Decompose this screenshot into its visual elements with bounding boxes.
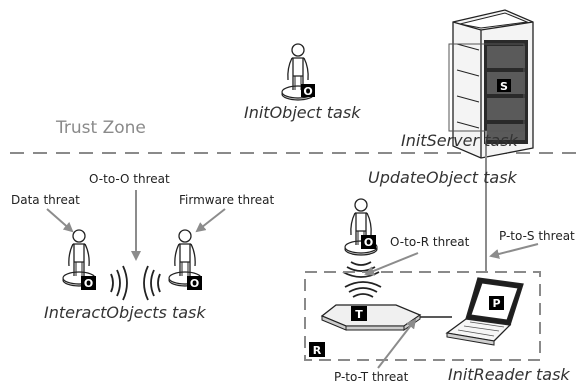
data-threat-arrow [46,208,74,233]
tag-card-icon: T [320,281,422,331]
update-object-badge-text: O [364,236,373,249]
init-object-badge-text: O [303,85,312,98]
server-rack-icon: S [448,9,534,159]
o-to-r-threat-arrow [364,252,419,276]
init-server-task-label: InitServer task [401,131,518,150]
data-threat-person-icon: O [62,229,96,290]
data-threat-label: Data threat [11,193,80,207]
firmware-threat-arrow [195,208,226,233]
interact-objects-task-label: InteractObjects task [44,303,206,322]
p-to-s-threat-label: P-to-S threat [499,229,575,243]
reader-boundary [304,271,541,361]
trust-zone-label: Trust Zone [56,118,146,138]
tag-badge-text: T [355,308,363,321]
firmware-threat-person-icon: O [168,229,202,290]
p-to-s-threat-arrow [489,243,539,259]
firmware-threat-label: Firmware threat [179,193,275,207]
reader-badge-text: R [313,344,322,357]
interact-object-left-badge-text: O [84,277,93,290]
o-to-r-threat-label: O-to-R threat [390,235,470,249]
object-signal-icon [110,265,161,301]
update-object-signal-icon [342,261,380,278]
init-reader-task-label: InitReader task [448,365,570,384]
p-to-t-threat-arrow [377,318,417,369]
init-object-task-label: InitObject task [244,103,361,122]
init-object-person-icon: O [281,43,315,101]
server-badge-text: S [500,80,508,93]
phone-laptop-icon: P [445,277,524,346]
update-object-person-icon: O [344,198,378,256]
p-to-t-threat-label: P-to-T threat [334,370,409,384]
phone-badge-text: P [492,297,500,310]
update-object-task-label: UpdateObject task [368,168,517,187]
o-to-o-threat-label: O-to-O threat [89,172,170,186]
interact-object-right-badge-text: O [190,277,199,290]
reader-badge [309,342,325,357]
